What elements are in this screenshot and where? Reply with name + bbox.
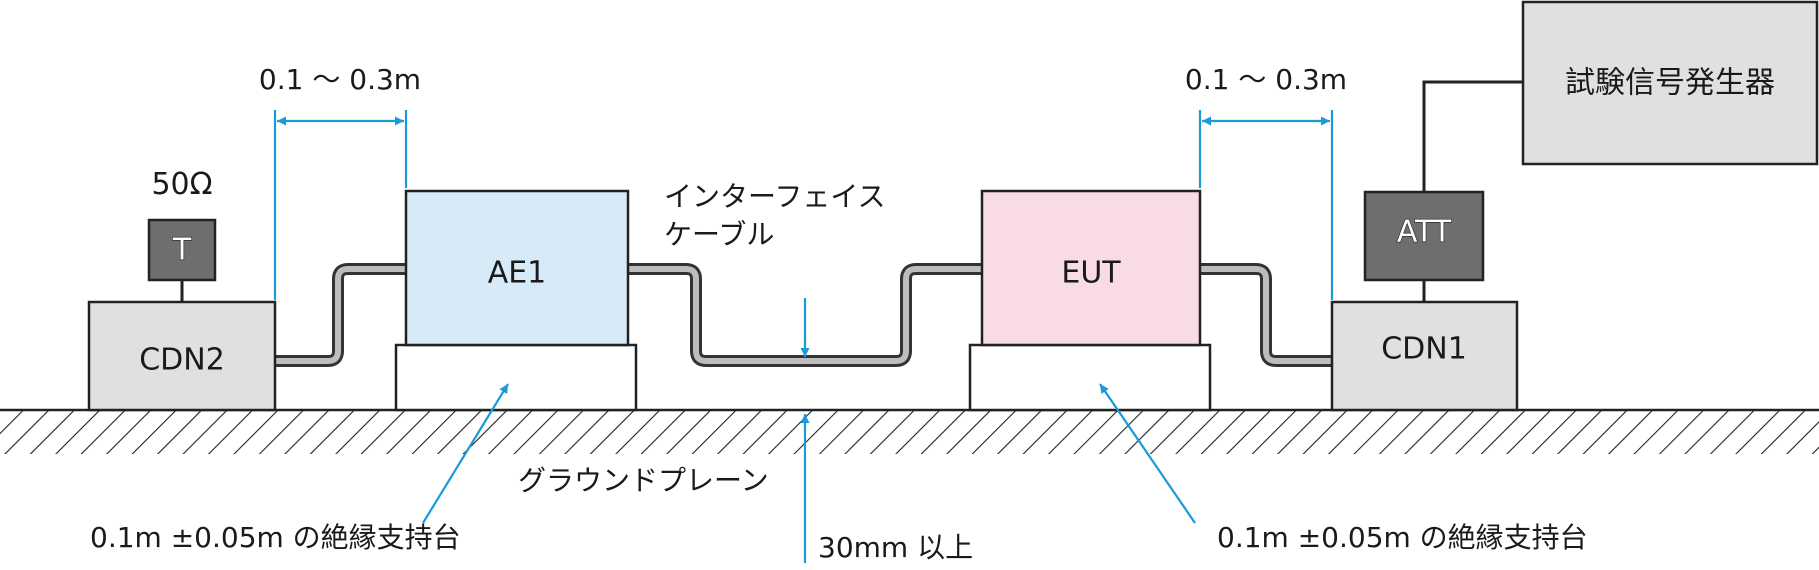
signal-generator-box: 試験信号発生器 [1521, 0, 1819, 166]
dimension-right-label: 0.1 ～ 0.3m [1185, 63, 1347, 96]
ae1-box: AE1 [404, 189, 630, 347]
dimension-left: 0.1 ～ 0.3m [259, 63, 421, 300]
eut-box: EUT [980, 189, 1202, 347]
support-pointer-left: 0.1m ±0.05m の絶縁支持台 [90, 383, 509, 554]
support-right-label: 0.1m ±0.05m の絶縁支持台 [1217, 521, 1588, 554]
eut-label: EUT [1061, 256, 1121, 291]
ae1-insulating-support [394, 343, 638, 412]
cable-height-label: 30mm 以上 [818, 531, 973, 564]
signal-generator-label: 試験信号発生器 [1565, 66, 1775, 101]
dimension-right: 0.1 ～ 0.3m [1185, 63, 1347, 300]
interface-cable-label-line2: ケーブル [664, 218, 774, 251]
dimension-left-label: 0.1 ～ 0.3m [259, 63, 421, 96]
att-box: ATT [1363, 190, 1485, 282]
generator-att-wire [1422, 80, 1523, 192]
ae1-label: AE1 [488, 256, 547, 291]
cdn2-box: CDN2 [87, 300, 277, 412]
terminator-box: T [147, 218, 217, 282]
cdn1-box: CDN1 [1330, 300, 1519, 412]
support-left-label: 0.1m ±0.05m の絶縁支持台 [90, 521, 461, 554]
att-label: ATT [1397, 215, 1452, 250]
ground-plane-label: グラウンドプレーン [518, 464, 769, 497]
cdn2-label: CDN2 [139, 343, 225, 378]
eut-insulating-support [968, 343, 1212, 412]
ground-plane [0, 408, 1819, 454]
cdn1-label: CDN1 [1381, 332, 1467, 367]
support-pointer-right: 0.1m ±0.05m の絶縁支持台 [1099, 383, 1588, 554]
interface-cable [274, 263, 1332, 367]
cable-height-indicator: 30mm 以上 [800, 298, 973, 564]
terminator-value: 50Ω [151, 167, 212, 202]
interface-cable-label-line1: インターフェイス [664, 180, 885, 213]
terminator-label: T [172, 233, 192, 268]
